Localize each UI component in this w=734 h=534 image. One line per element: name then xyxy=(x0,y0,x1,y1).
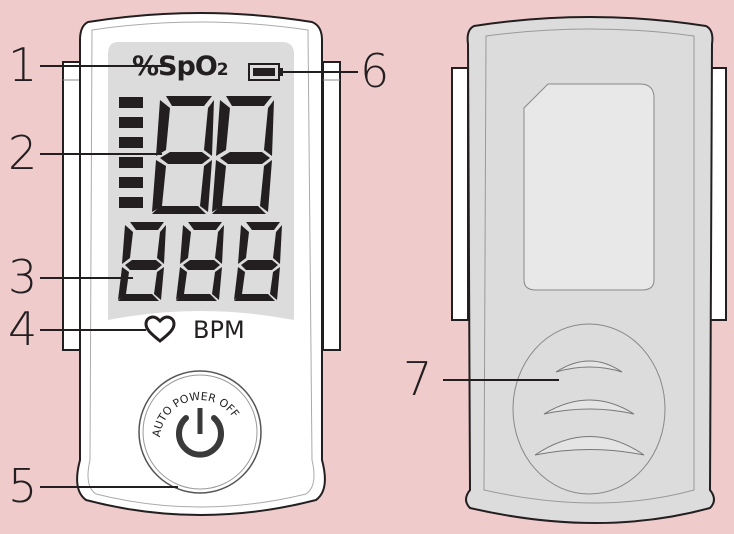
callout-lines xyxy=(40,65,559,488)
battery-icon xyxy=(248,63,283,81)
lcd-screen xyxy=(108,42,294,320)
callout-5: 5 xyxy=(8,459,38,513)
front-device: AUTO POWER OFF xyxy=(62,12,341,516)
pulse-digits xyxy=(118,222,282,301)
spo2-indicator: %SpO2 xyxy=(132,51,229,82)
callout-1: 1 xyxy=(8,38,38,92)
sensor-window xyxy=(523,83,655,291)
callout-6: 6 xyxy=(360,44,390,98)
back-device xyxy=(451,16,727,524)
bpm-label: BPM xyxy=(193,316,245,344)
callout-2: 2 xyxy=(8,126,38,180)
spo2-digits xyxy=(152,96,274,214)
callout-4: 4 xyxy=(8,302,38,356)
power-icon xyxy=(176,415,224,458)
callout-7: 7 xyxy=(403,352,433,406)
heart-icon xyxy=(144,315,176,343)
power-button[interactable]: AUTO POWER OFF xyxy=(138,370,262,494)
signal-bar-graph xyxy=(119,97,143,208)
callout-3: 3 xyxy=(8,250,38,304)
finger-grip xyxy=(512,323,666,495)
